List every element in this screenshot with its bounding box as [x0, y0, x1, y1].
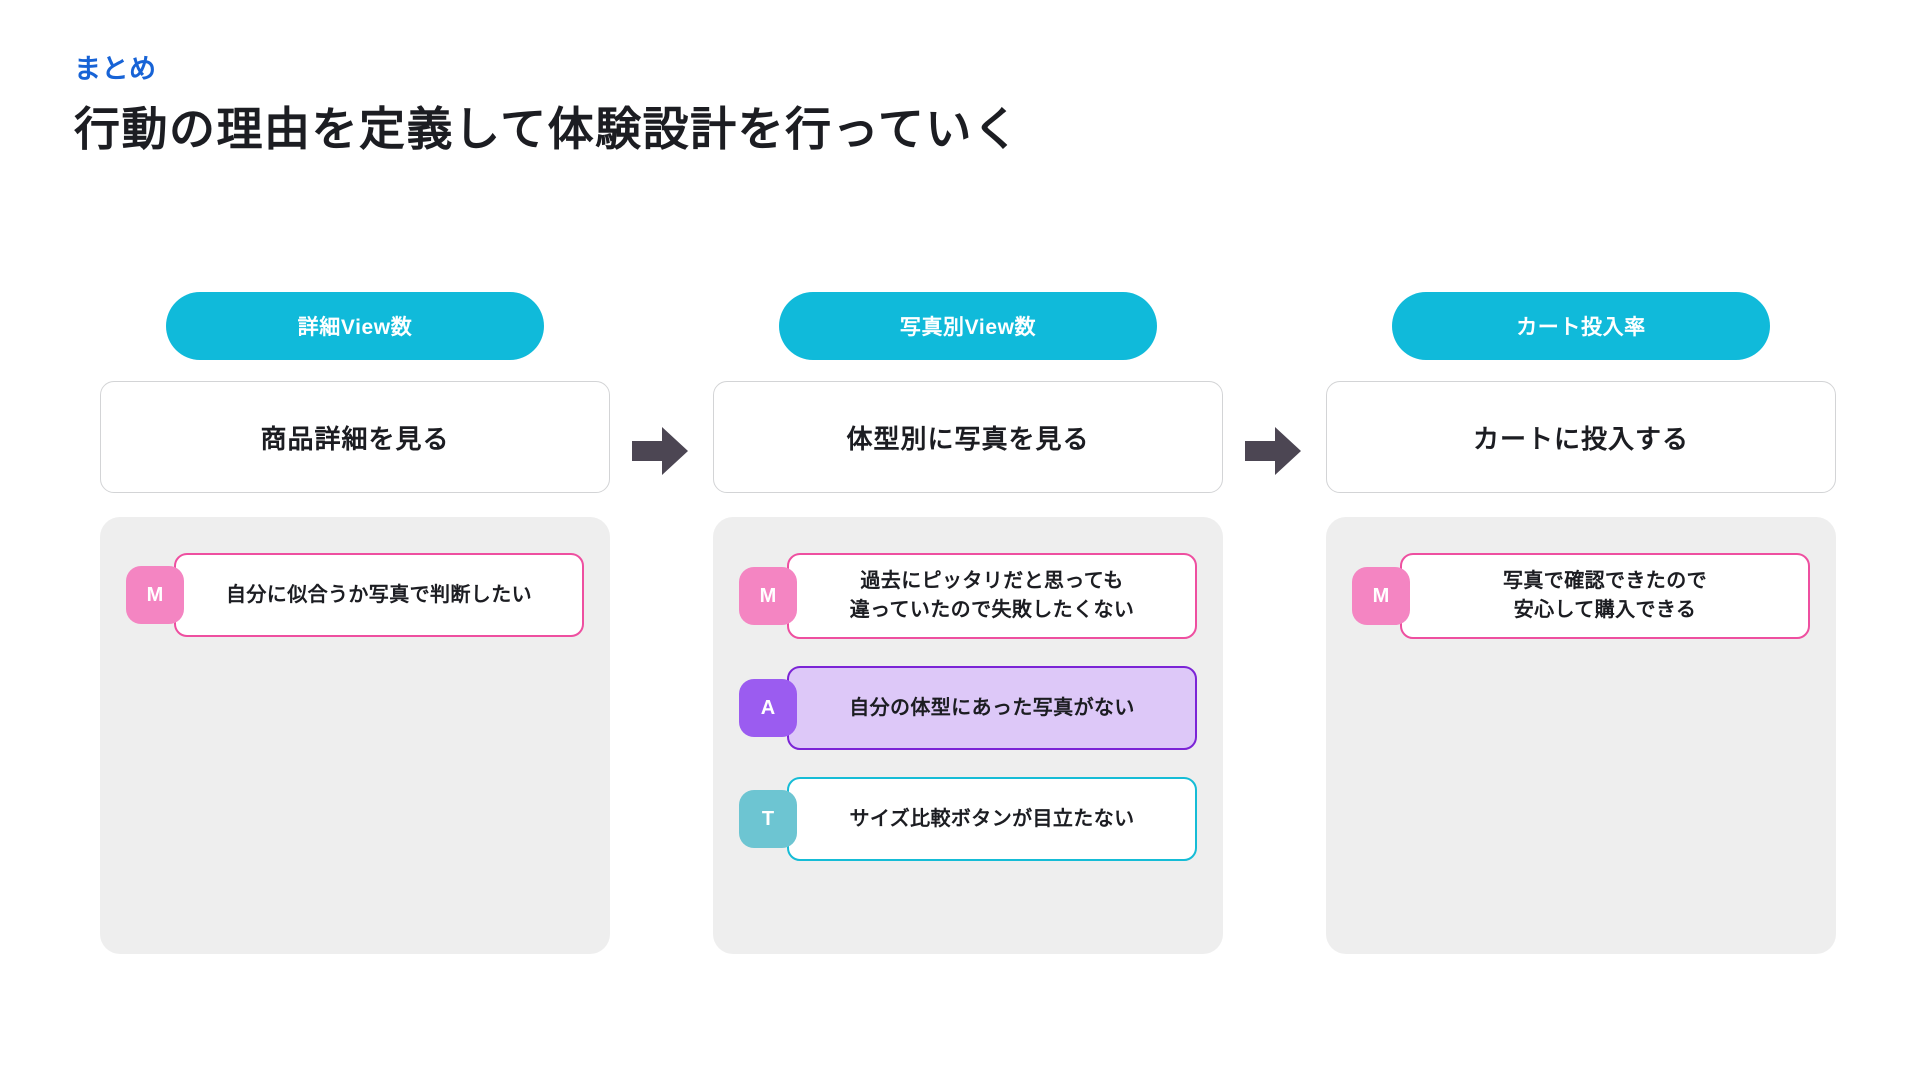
- reason-tag-letter: M: [146, 583, 164, 606]
- reason-card-text: 自分に似合うか写真で判断したい: [226, 583, 532, 606]
- metric-pill-label: 詳細View数: [297, 316, 413, 339]
- reason-row: M 過去にピッタリだと思っても 違っていたので失敗したくない: [739, 553, 1197, 639]
- slide-header: まとめ 行動の理由を定義して体験設計を行っていく: [74, 52, 1574, 159]
- reason-card[interactable]: 過去にピッタリだと思っても 違っていたので失敗したくない: [787, 553, 1197, 639]
- action-step-label: カートに投入する: [1472, 423, 1689, 454]
- action-step-label: 商品詳細を見る: [260, 423, 450, 454]
- reason-card[interactable]: 写真で確認できたので 安心して購入できる: [1400, 553, 1810, 639]
- reason-card-text: 写真で確認できたので 安心して購入できる: [1503, 570, 1707, 621]
- metric-pill[interactable]: 詳細View数: [166, 292, 544, 360]
- reason-card[interactable]: 自分に似合うか写真で判断したい: [174, 553, 584, 637]
- action-step-box[interactable]: カートに投入する: [1326, 381, 1836, 493]
- eyebrow-label: まとめ: [74, 54, 157, 84]
- reason-tag-badge-m[interactable]: M: [1352, 567, 1410, 625]
- reasons-panel: M 写真で確認できたので 安心して購入できる: [1326, 517, 1836, 954]
- reason-tag-badge-m[interactable]: M: [739, 567, 797, 625]
- reason-tag-letter: T: [761, 807, 775, 830]
- action-step-box[interactable]: 体型別に写真を見る: [713, 381, 1223, 493]
- action-step-label: 体型別に写真を見る: [846, 423, 1090, 454]
- metric-pill-label: 写真別View数: [899, 316, 1037, 339]
- reason-row: M 写真で確認できたので 安心して購入できる: [1352, 553, 1810, 639]
- reason-tag-badge-m[interactable]: M: [126, 566, 184, 624]
- flow-column-1: 詳細View数商品詳細を見る M 自分に似合うか写真で判断したい: [100, 292, 610, 954]
- metric-pill[interactable]: カート投入率: [1392, 292, 1770, 360]
- metric-pill[interactable]: 写真別View数: [779, 292, 1157, 360]
- flow-column-3: カート投入率カートに投入する M 写真で確認できたので 安心して購入できる: [1326, 292, 1836, 954]
- reason-tag-badge-t[interactable]: T: [739, 790, 797, 848]
- arrow-right-icon: [1245, 425, 1301, 477]
- reason-tag-letter: M: [759, 584, 777, 607]
- arrow-right-icon: [632, 425, 688, 477]
- reason-card-text: サイズ比較ボタンが目立たない: [849, 807, 1135, 830]
- reason-card[interactable]: 自分の体型にあった写真がない: [787, 666, 1197, 750]
- metric-pill-label: カート投入率: [1516, 316, 1646, 339]
- reason-row: T サイズ比較ボタンが目立たない: [739, 777, 1197, 861]
- reason-row: M 自分に似合うか写真で判断したい: [126, 553, 584, 637]
- reason-tag-badge-a[interactable]: A: [739, 679, 797, 737]
- reason-tag-letter: M: [1372, 584, 1390, 607]
- reasons-panel: M 過去にピッタリだと思っても 違っていたので失敗したくない A 自分の体型にあった写…: [713, 517, 1223, 954]
- reasons-panel: M 自分に似合うか写真で判断したい: [100, 517, 610, 954]
- reason-card[interactable]: サイズ比較ボタンが目立たない: [787, 777, 1197, 861]
- flow-column-2: 写真別View数体型別に写真を見る M 過去にピッタリだと思っても 違っていたので失…: [713, 292, 1223, 954]
- flow-diagram: 詳細View数商品詳細を見る M 自分に似合うか写真で判断したい 写真別View数体型…: [0, 292, 1920, 1012]
- action-step-box[interactable]: 商品詳細を見る: [100, 381, 610, 493]
- page-title: 行動の理由を定義して体験設計を行っていく: [74, 103, 1021, 156]
- reason-card-text: 自分の体型にあった写真がない: [849, 696, 1135, 719]
- reason-tag-letter: A: [760, 696, 776, 719]
- reason-card-text: 過去にピッタリだと思っても 違っていたので失敗したくない: [849, 570, 1135, 621]
- reason-row: A 自分の体型にあった写真がない: [739, 666, 1197, 750]
